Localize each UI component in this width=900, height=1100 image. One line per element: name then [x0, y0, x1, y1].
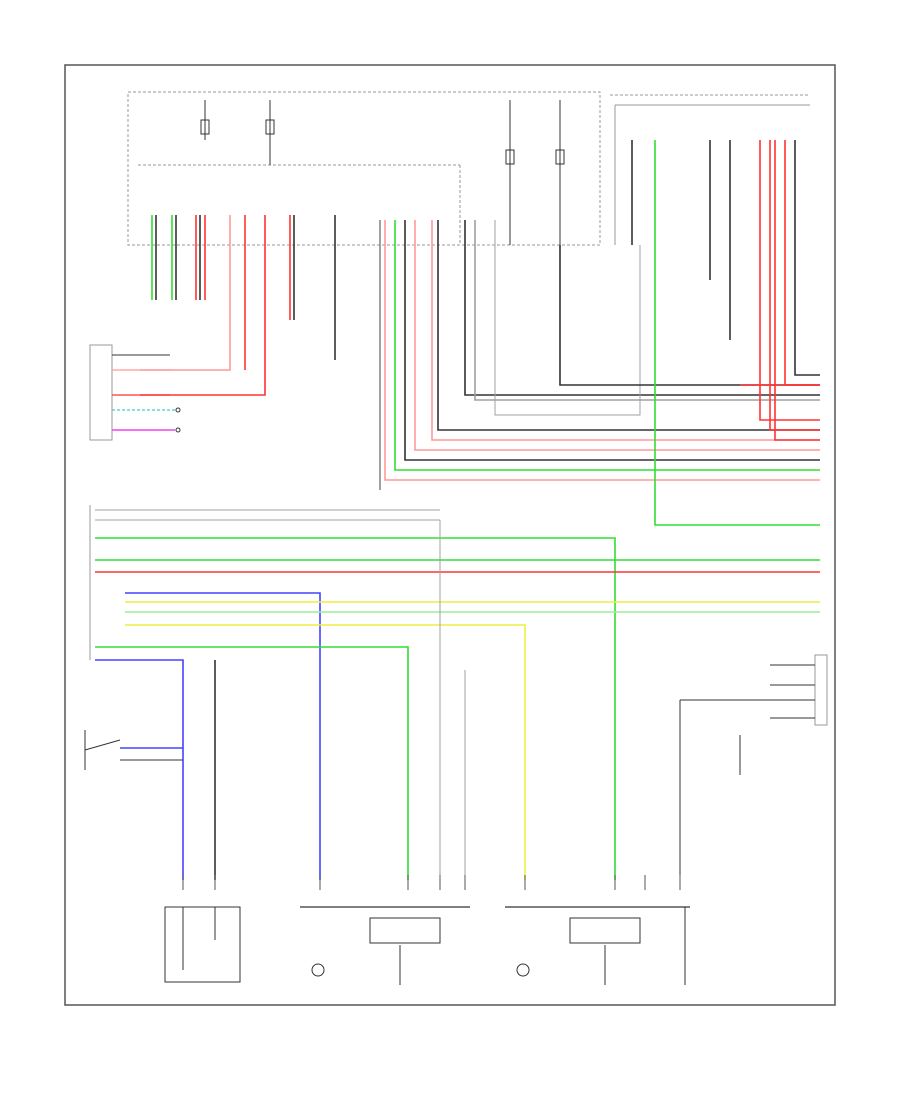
- fuse-1: [200, 100, 210, 140]
- bottom-component-2: [300, 906, 470, 985]
- right-box-wires: [631, 140, 820, 526]
- mid-bus-wires: [89, 505, 820, 880]
- top-block-wires: [140, 215, 820, 490]
- connector-right-side: [679, 654, 828, 880]
- diagram-frame: [64, 64, 836, 1006]
- fuse-3: [505, 100, 515, 245]
- switch-lower-left: [84, 730, 183, 770]
- combination-switch-connector: [89, 344, 181, 441]
- fuse-2: [265, 100, 275, 165]
- fuse-4: [555, 100, 565, 245]
- bottom-component-1: [164, 906, 241, 983]
- junction-block-top: [127, 91, 601, 246]
- relay-box-right: [610, 94, 810, 245]
- connector-pins: [182, 875, 681, 890]
- bottom-component-3: [505, 906, 690, 985]
